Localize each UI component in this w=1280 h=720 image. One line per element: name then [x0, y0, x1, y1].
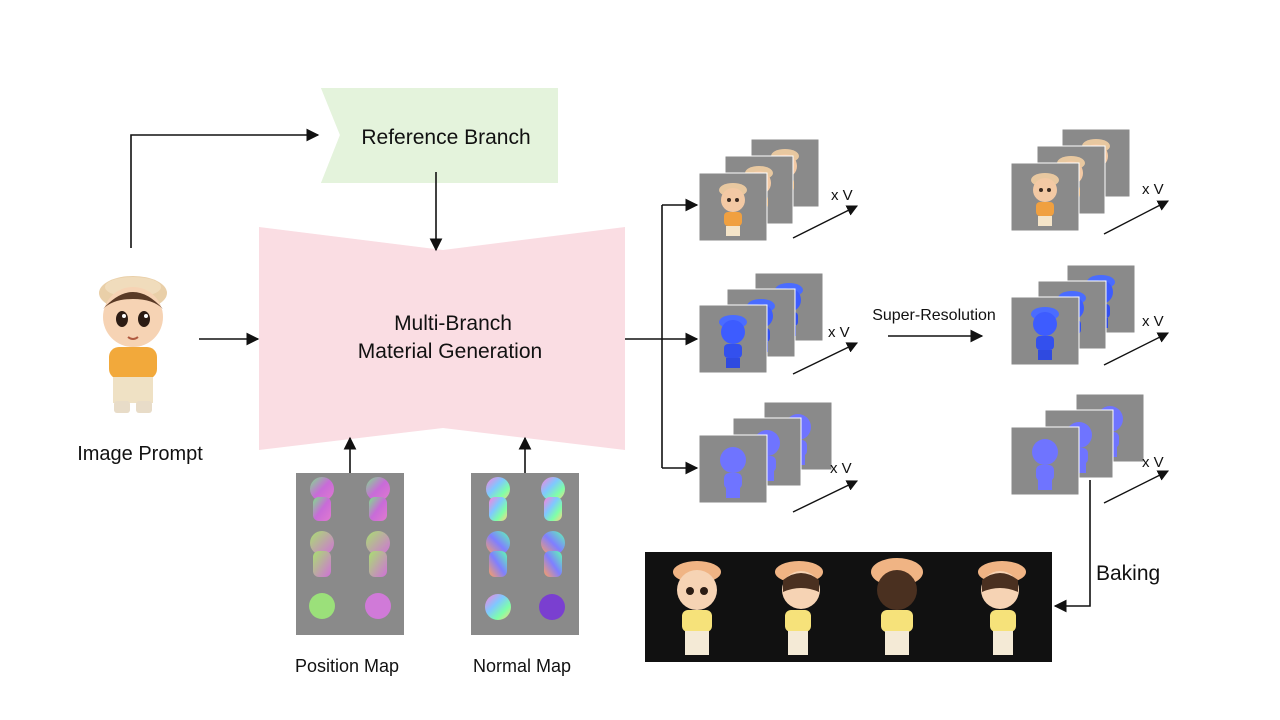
albedo-view-icon: [698, 138, 820, 242]
flow-arrows: [130, 128, 1091, 613]
rendered-views-panel: [645, 552, 1052, 662]
view-count-label: x V: [1142, 454, 1164, 471]
rendered-character-back: [871, 558, 923, 655]
albedo-sr-view-icon: [1010, 128, 1131, 232]
multi-branch-label-line1: Multi-Branch: [394, 312, 512, 335]
view-count-label: x V: [1142, 313, 1164, 330]
view-count-label: x V: [830, 460, 852, 477]
position-map-panel: [296, 473, 404, 635]
multi-branch-shape: [259, 227, 625, 450]
reference-branch-label: Reference Branch: [361, 126, 530, 149]
view-count-label: x V: [828, 324, 850, 341]
baking-label: Baking: [1096, 562, 1160, 585]
cartoon-boy-icon: [99, 276, 167, 413]
rendered-character-front: [673, 561, 721, 655]
view-count-arrows: [792, 200, 1170, 513]
view-count-label: x V: [831, 187, 853, 204]
material-sr-view-icon: [1010, 393, 1145, 496]
image-prompt-label: Image Prompt: [77, 443, 203, 465]
normal-view-icon: [698, 272, 824, 374]
normal-sr-view-icon: [1010, 264, 1136, 366]
multi-branch-label-line2: Material Generation: [358, 340, 542, 363]
rendered-character-side-2: [978, 561, 1026, 655]
view-count-label: x V: [1142, 181, 1164, 198]
position-map-label: Position Map: [295, 656, 399, 676]
normal-map-panel: [471, 473, 579, 635]
super-resolution-label: Super-Resolution: [872, 307, 996, 324]
material-view-icon: [698, 401, 833, 504]
normal-map-label: Normal Map: [473, 656, 571, 676]
rendered-character-side: [775, 561, 823, 655]
